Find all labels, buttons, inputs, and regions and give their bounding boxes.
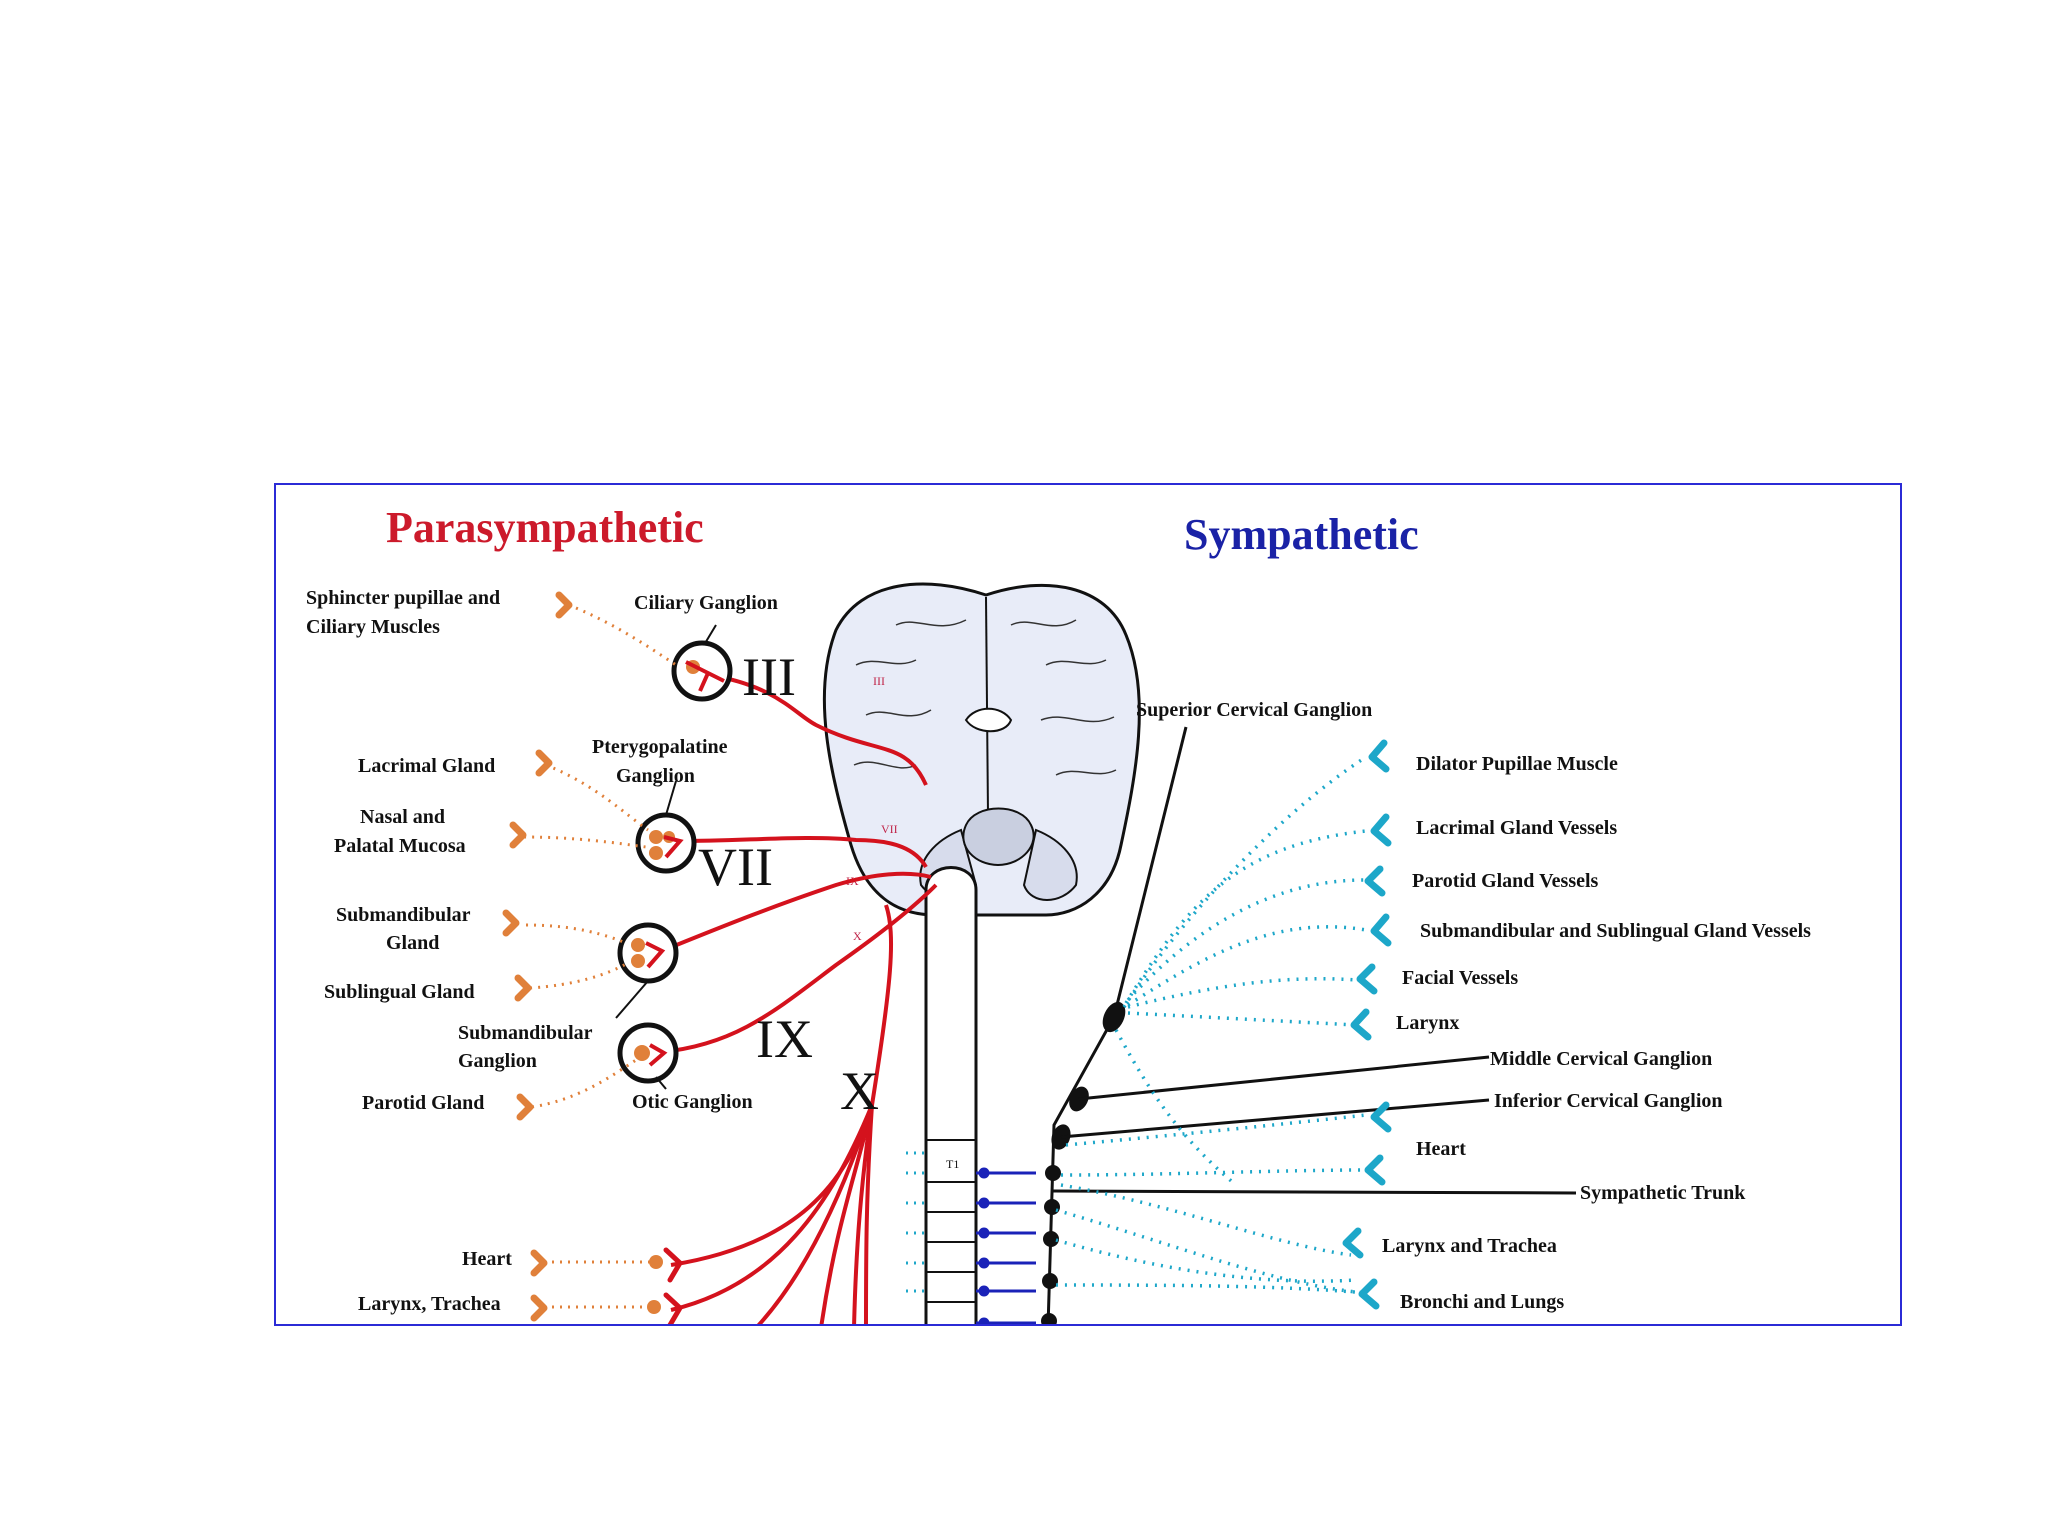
target-larynx-symp: Larynx <box>1396 1012 1459 1034</box>
label-otic-ganglion: Otic Ganglion <box>632 1091 753 1113</box>
label-submandibular-ganglion-line2: Ganglion <box>458 1050 537 1072</box>
brain-label-vii: VII <box>881 822 898 836</box>
label-sympathetic-trunk: Sympathetic Trunk <box>1580 1182 1746 1204</box>
target-sublingual-gland: Sublingual Gland <box>324 981 475 1003</box>
label-inferior-cervical-ganglion: Inferior Cervical Ganglion <box>1494 1090 1723 1112</box>
target-heart-para: Heart <box>462 1248 512 1270</box>
brain-label-x: X <box>853 929 862 943</box>
para-target-chevrons <box>502 591 573 1322</box>
pterygopalatine-ganglion-circle <box>635 812 697 874</box>
cranial-nerve-ix: IX <box>756 1009 813 1069</box>
cranial-nerve-vii: VII <box>698 837 773 897</box>
brain-illustration: III VII IX X <box>822 582 1141 943</box>
target-larynx-trachea-symp: Larynx and Trachea <box>1382 1235 1557 1257</box>
sympathetic-title: Sympathetic <box>1184 510 1419 559</box>
target-nasal-line1: Nasal and <box>360 806 445 828</box>
t1-label: T1 <box>946 1157 959 1171</box>
brain-label-iii: III <box>873 674 885 688</box>
symp-target-chevrons <box>1342 739 1392 1310</box>
label-pterygopalatine-line1: Pterygopalatine <box>592 736 728 758</box>
target-submandibular-gland-line2: Gland <box>386 932 439 954</box>
autonomic-nervous-system-diagram: Parasympathetic Sympathetic III VII IX X… <box>274 483 1902 1326</box>
target-submandibular-gland-line1: Submandibular <box>336 904 471 926</box>
spinal-cord: T1 <box>906 866 1036 1324</box>
parasympathetic-nerve-fibers <box>660 673 938 1324</box>
parasympathetic-title: Parasympathetic <box>386 503 704 552</box>
label-superior-cervical-ganglion: Superior Cervical Ganglion <box>1136 699 1372 721</box>
target-lacrimal-gland: Lacrimal Gland <box>358 755 495 777</box>
sympathetic-trunk-line <box>1046 726 1188 1324</box>
target-bronchi-lungs: Bronchi and Lungs <box>1400 1291 1564 1313</box>
target-parotid-gland: Parotid Gland <box>362 1092 484 1114</box>
target-larynx-trachea-para: Larynx, Trachea <box>358 1293 501 1315</box>
target-heart-symp: Heart <box>1416 1138 1466 1160</box>
cranial-nerve-x: X <box>840 1061 879 1121</box>
cranial-nerve-iii: III <box>742 647 796 707</box>
label-pterygopalatine-line2: Ganglion <box>616 765 695 787</box>
target-dilator-pupillae: Dilator Pupillae Muscle <box>1416 753 1618 775</box>
label-ciliary-ganglion: Ciliary Ganglion <box>634 592 778 614</box>
sympathetic-fibers <box>1055 755 1367 1295</box>
label-submandibular-ganglion-line1: Submandibular <box>458 1022 593 1044</box>
target-sphincter-line1: Sphincter pupillae and <box>306 587 500 609</box>
target-facial-vessels: Facial Vessels <box>1402 967 1518 989</box>
target-nasal-line2: Palatal Mucosa <box>334 835 466 857</box>
target-lacrimal-gland-vessels: Lacrimal Gland Vessels <box>1416 817 1617 839</box>
submandibular-ganglion-circle <box>617 922 679 984</box>
target-parotid-gland-vessels: Parotid Gland Vessels <box>1412 870 1599 892</box>
target-submandibular-sublingual-vessels: Submandibular and Sublingual Gland Vesse… <box>1420 920 1811 942</box>
target-sphincter-line2: Ciliary Muscles <box>306 616 440 638</box>
label-middle-cervical-ganglion: Middle Cervical Ganglion <box>1490 1048 1712 1070</box>
